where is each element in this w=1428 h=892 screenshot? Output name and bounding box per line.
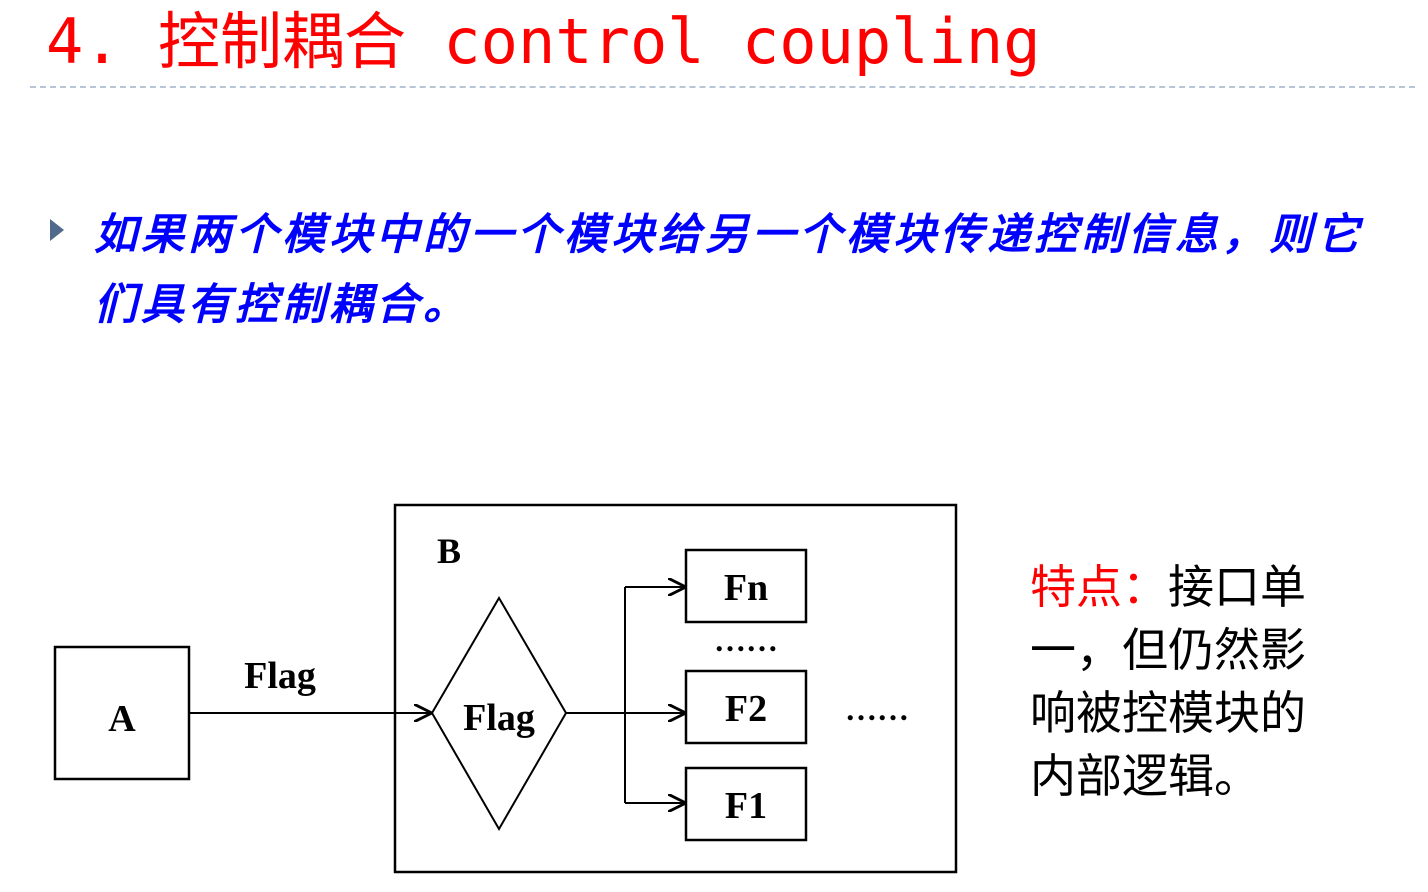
module-b-label: B: [437, 531, 461, 571]
function-ellipsis-vertical: ……: [714, 622, 778, 658]
module-a-label: A: [108, 698, 136, 740]
function-fn-label: Fn: [724, 567, 768, 609]
feature-text: 接口单一，但仍然影响被控模块的内部逻辑。: [1030, 560, 1306, 803]
function-f1-label: F1: [725, 785, 767, 827]
title-divider: [30, 86, 1415, 88]
feature-label: 特点：: [1030, 560, 1168, 614]
module-b-box: [393, 503, 958, 874]
flag-decision-diamond: [430, 596, 568, 831]
bullet-text: 如果两个模块中的一个模块给另一个模块传递控制信息，则它们具有控制耦合。: [94, 210, 1363, 330]
function-fn-box: [684, 548, 808, 624]
function-f2-label: F2: [725, 688, 767, 730]
bullet-triangle-icon: [50, 219, 64, 241]
feature-note: 特点：接口单一，但仍然影响被控模块的内部逻辑。: [1030, 556, 1350, 808]
function-ellipsis-right: ……: [845, 691, 909, 727]
slide-title: 4. 控制耦合 control coupling: [46, 5, 1041, 78]
function-f1-box: [684, 766, 808, 842]
function-f2-box: [684, 669, 808, 745]
flag-decision-label: Flag: [463, 697, 535, 739]
flag-arrow-label: Flag: [244, 655, 316, 697]
